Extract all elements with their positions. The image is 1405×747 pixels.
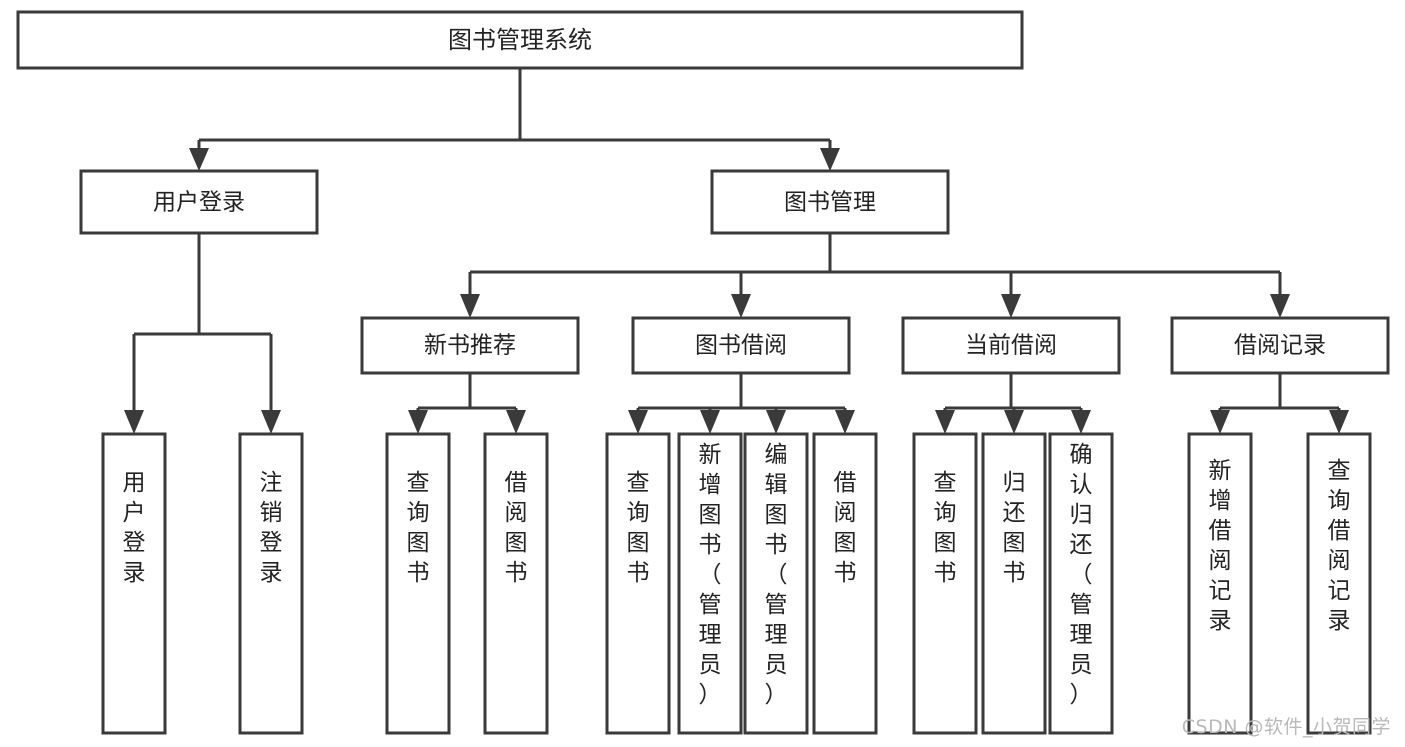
arrow-cur-l10-icon	[1004, 410, 1024, 434]
leaf-add-borrow-record-label: 新增借阅记录	[1209, 458, 1232, 634]
node-book-management[interactable]: 图书管理	[710, 169, 950, 235]
leaf-query-borrow-record[interactable]: 查询借阅记录	[1306, 432, 1372, 735]
leaf-add-book-admin-label: 新增图书（管理员）	[699, 442, 722, 708]
leaf-query-book-current[interactable]: 查询图书	[912, 432, 978, 735]
arrow-root-to-login-icon	[189, 148, 209, 171]
leaf-confirm-return-admin-box[interactable]	[1048, 432, 1114, 735]
leaf-add-book-admin-box[interactable]	[677, 432, 743, 735]
node-root-label: 图书管理系统	[448, 26, 592, 54]
node-current-borrow-box[interactable]	[901, 316, 1121, 375]
node-book-management-label: 图书管理	[784, 190, 876, 216]
node-borrow-record-box[interactable]	[1170, 316, 1390, 375]
arrow-book-rec-icon	[1270, 294, 1290, 318]
leaf-add-book-admin[interactable]: 新增图书（管理员）	[677, 432, 743, 735]
leaf-query-borrow-record-box[interactable]	[1306, 432, 1372, 735]
leaf-confirm-return-admin[interactable]: 确认归还（管理员）	[1048, 432, 1114, 735]
node-new-book-recommend-label: 新书推荐	[424, 333, 516, 359]
arrow-login-l1-icon	[124, 410, 144, 434]
arrow-borrow-l6-icon	[700, 410, 720, 434]
leaf-query-book-current-box[interactable]	[912, 432, 978, 735]
leaf-add-borrow-record-box[interactable]	[1187, 432, 1253, 735]
leaf-query-book-new-box[interactable]	[385, 432, 451, 735]
leaf-borrow-book-new-label: 借阅图书	[505, 470, 528, 586]
leaf-query-book-new[interactable]: 查询图书	[385, 432, 451, 735]
node-user-login-box[interactable]	[79, 169, 319, 235]
leaf-edit-book-admin-box[interactable]	[743, 432, 809, 735]
arrow-new-l3-icon	[408, 410, 428, 434]
arrow-rec-l12-icon	[1210, 410, 1230, 434]
leaf-borrow-book-new[interactable]: 借阅图书	[483, 432, 549, 735]
leaf-edit-book-admin[interactable]: 编辑图书（管理员）	[743, 432, 809, 735]
leaf-borrow-book-new-box[interactable]	[483, 432, 549, 735]
leaf-borrow-book-label: 借阅图书	[834, 470, 857, 586]
leaf-return-book-box[interactable]	[981, 432, 1047, 735]
arrow-login-l2-icon	[261, 410, 281, 434]
leaf-logout[interactable]: 注销登录	[238, 432, 304, 735]
node-layer: 图书管理系统 用户登录 图书管理 新书推荐 图书借阅 当前借阅 借阅记录	[16, 10, 1390, 735]
leaf-query-book-borrow-box[interactable]	[605, 432, 671, 735]
arrow-rec-l13-icon	[1329, 410, 1349, 434]
leaf-query-book-current-label: 查询图书	[934, 470, 957, 586]
leaf-user-login[interactable]: 用户登录	[101, 432, 167, 735]
arrow-book-new-icon	[460, 294, 480, 318]
arrow-borrow-l8-icon	[835, 410, 855, 434]
node-user-login[interactable]: 用户登录	[79, 169, 319, 235]
arrow-cur-l11-icon	[1071, 410, 1091, 434]
leaf-edit-book-admin-label: 编辑图书（管理员）	[765, 442, 788, 708]
edge-layer	[124, 68, 1349, 434]
node-book-borrow-label: 图书借阅	[695, 333, 787, 359]
leaf-confirm-return-admin-label: 确认归还（管理员）	[1070, 442, 1093, 708]
node-book-management-box[interactable]	[710, 169, 950, 235]
node-new-book-recommend-box[interactable]	[360, 316, 580, 375]
node-root-box[interactable]	[16, 10, 1024, 70]
leaf-return-book[interactable]: 归还图书	[981, 432, 1047, 735]
node-borrow-record-label: 借阅记录	[1234, 333, 1326, 359]
leaf-borrow-book-box[interactable]	[812, 432, 878, 735]
arrow-book-cur-icon	[1001, 294, 1021, 318]
leaf-logout-label: 注销登录	[260, 470, 283, 586]
leaf-return-book-label: 归还图书	[1003, 470, 1026, 586]
leaf-borrow-book[interactable]: 借阅图书	[812, 432, 878, 735]
leaf-user-login-label: 用户登录	[123, 470, 146, 586]
arrow-new-l4-icon	[506, 410, 526, 434]
leaf-query-book-borrow[interactable]: 查询图书	[605, 432, 671, 735]
node-current-borrow[interactable]: 当前借阅	[901, 316, 1121, 375]
arrow-cur-l9-icon	[935, 410, 955, 434]
node-root[interactable]: 图书管理系统	[16, 10, 1024, 70]
arrow-root-to-book-icon	[820, 148, 840, 171]
node-book-borrow[interactable]: 图书借阅	[631, 316, 851, 375]
node-user-login-label: 用户登录	[153, 190, 245, 216]
leaf-query-book-new-label: 查询图书	[407, 470, 430, 586]
leaf-query-borrow-record-label: 查询借阅记录	[1328, 458, 1351, 634]
node-new-book-recommend[interactable]: 新书推荐	[360, 316, 580, 375]
node-borrow-record[interactable]: 借阅记录	[1170, 316, 1390, 375]
arrow-borrow-l5-icon	[628, 410, 648, 434]
node-book-borrow-box[interactable]	[631, 316, 851, 375]
arrow-borrow-l7-icon	[766, 410, 786, 434]
arrow-book-borrow-icon	[731, 294, 751, 318]
leaf-user-login-box[interactable]	[101, 432, 167, 735]
leaf-logout-box[interactable]	[238, 432, 304, 735]
leaf-query-book-borrow-label: 查询图书	[627, 470, 650, 586]
node-current-borrow-label: 当前借阅	[965, 333, 1057, 359]
leaf-add-borrow-record[interactable]: 新增借阅记录	[1187, 432, 1253, 735]
